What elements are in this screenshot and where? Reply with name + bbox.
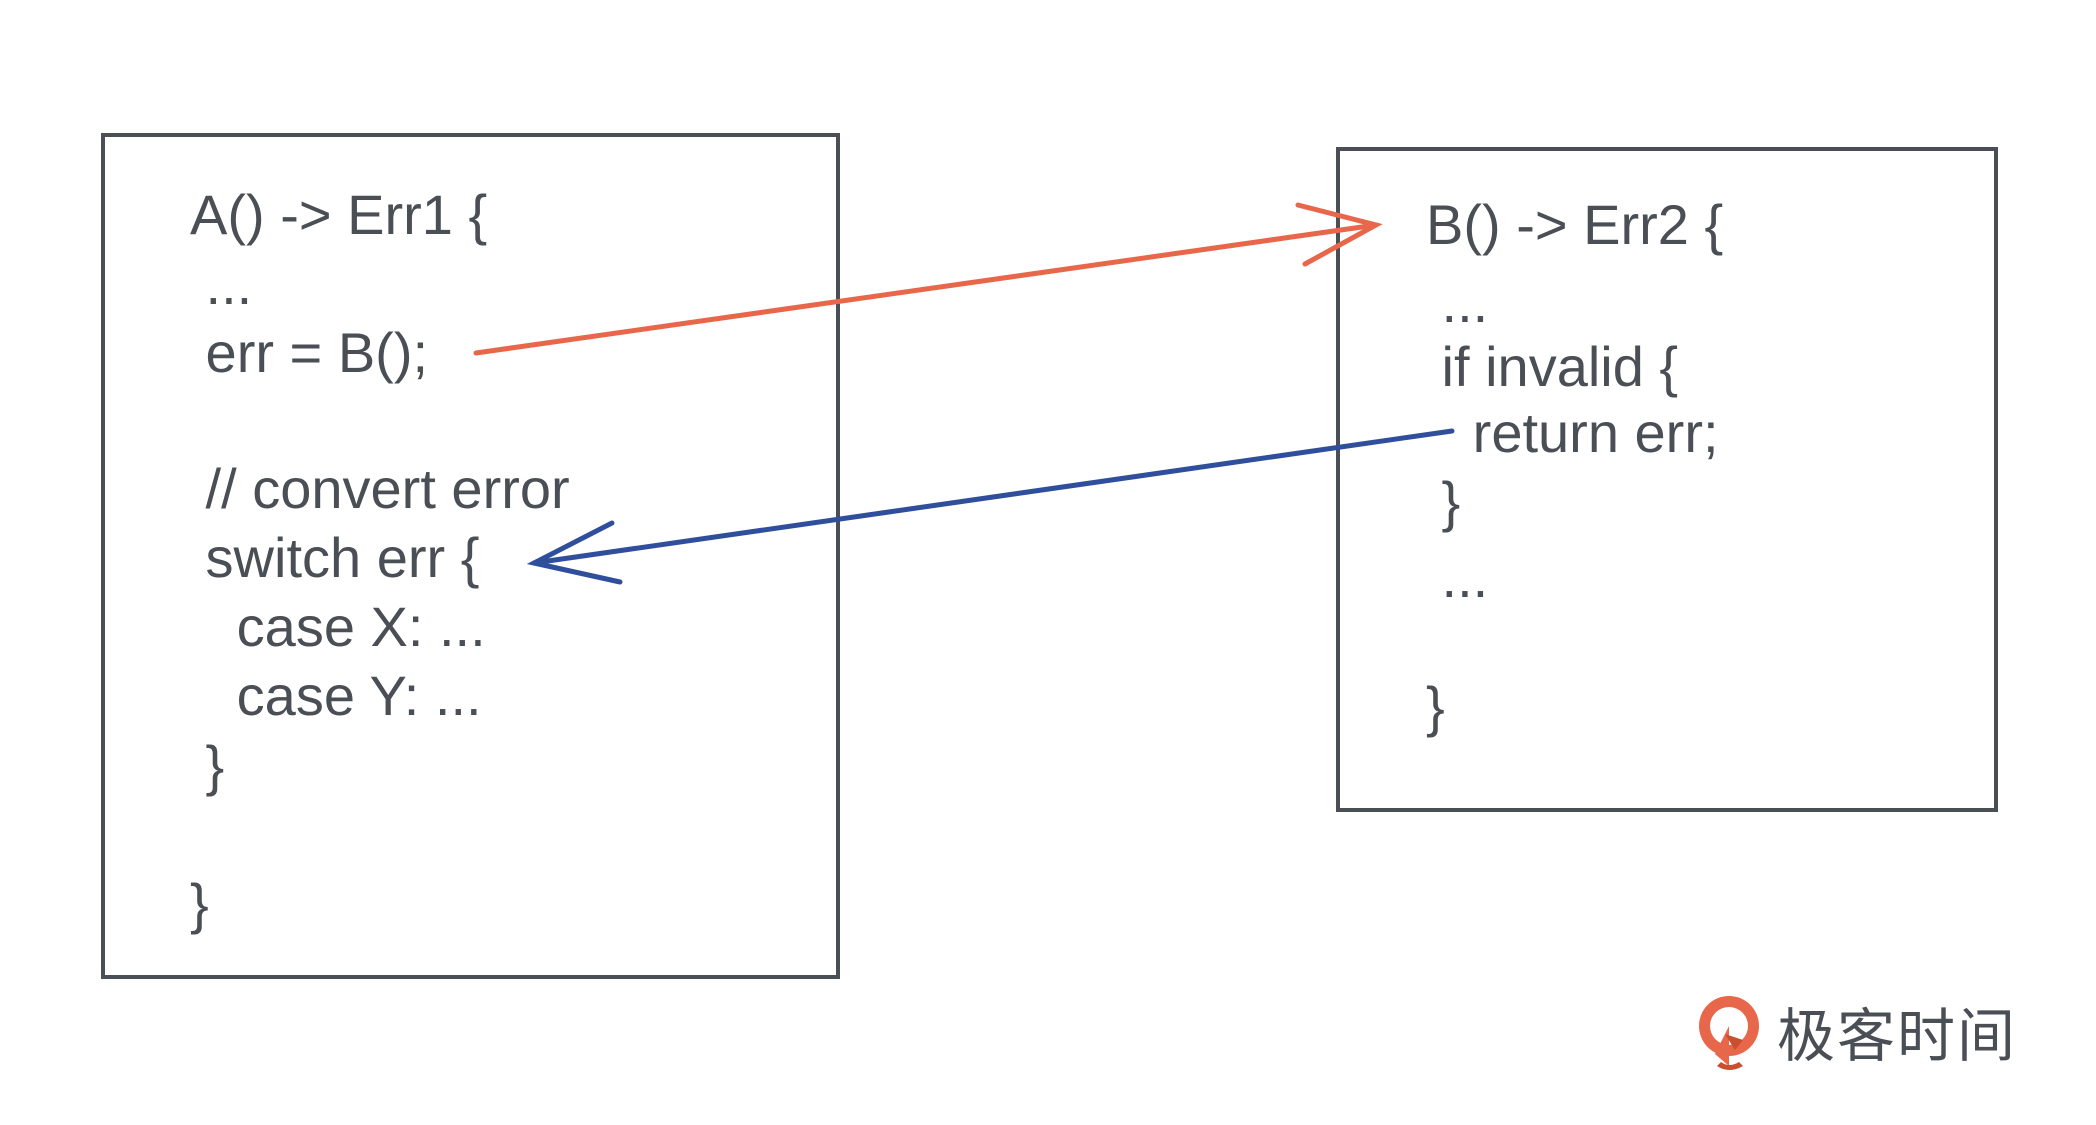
- code-b-if: if invalid {: [1426, 335, 1679, 398]
- geektime-logo-icon: [1699, 996, 1759, 1070]
- code-b-ellipsis: ...: [1426, 271, 1489, 334]
- code-a-ellipsis: ...: [190, 253, 253, 316]
- code-a-comment: // convert error: [190, 457, 570, 520]
- code-b-if-close: }: [1426, 470, 1461, 533]
- code-a-signature: A() -> Err1 {: [190, 183, 488, 246]
- code-b-close: }: [1426, 675, 1445, 738]
- code-b-ellipsis-2: ...: [1426, 546, 1489, 609]
- geektime-logo: 极客时间: [1695, 988, 2017, 1074]
- code-a-close: }: [190, 872, 209, 935]
- code-b-return: return err;: [1426, 401, 1719, 464]
- geektime-logo-text: 极客时间: [1777, 1002, 2018, 1070]
- code-a-switch-close: }: [190, 734, 225, 797]
- code-a-call: err = B();: [190, 321, 429, 384]
- code-a-case-y: case Y: ...: [190, 664, 482, 727]
- code-a-case-x: case X: ...: [190, 595, 486, 658]
- code-a-switch: switch err {: [190, 526, 480, 589]
- code-b-signature: B() -> Err2 {: [1426, 193, 1724, 256]
